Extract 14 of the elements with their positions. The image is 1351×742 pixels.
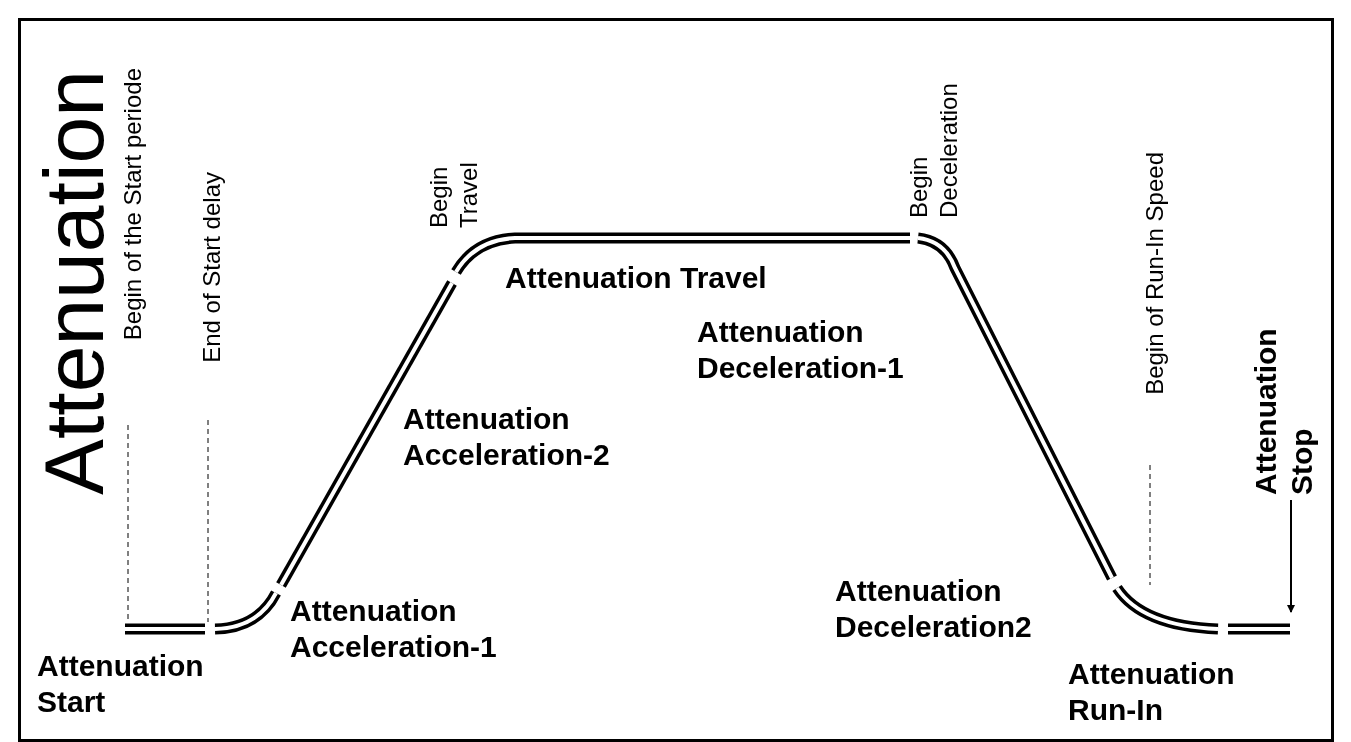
segment-label: Attenuation Run-In xyxy=(1068,656,1236,728)
title: Attenuation xyxy=(32,70,116,495)
marker-label: Begin of the Start periode xyxy=(118,68,147,341)
segment-label: Attenuation Deceleration2 xyxy=(835,573,1033,645)
segment-label: Attenuation Acceleration-1 xyxy=(290,593,498,665)
segment-label: Attenuation Stop xyxy=(1248,327,1319,495)
segment-label: Attenuation Start xyxy=(37,648,205,720)
segment-label: Attenuation Acceleration-2 xyxy=(403,401,611,473)
segment-label: Attenuation Travel xyxy=(505,260,768,296)
marker-label: Begin of Run-In Speed xyxy=(1140,152,1169,395)
segment-label: Attenuation Deceleration-1 xyxy=(697,314,905,386)
marker-label: Begin Travel xyxy=(424,161,483,228)
marker-label: End of Start delay xyxy=(197,172,226,363)
marker-label: Begin Deceleration xyxy=(904,82,963,218)
